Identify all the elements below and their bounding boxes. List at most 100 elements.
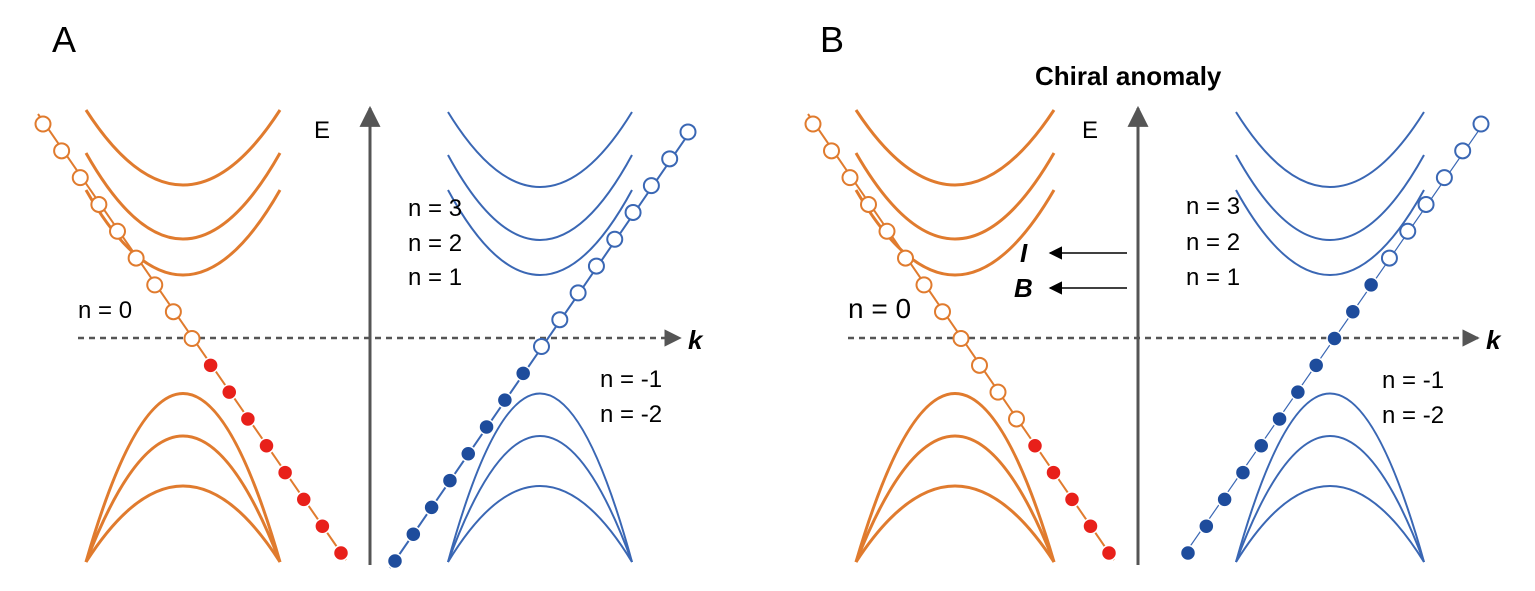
blue-filled-state [1344, 303, 1362, 320]
orange-empty-state [823, 142, 840, 160]
blue-filled-state [1234, 464, 1252, 481]
panel-title: Chiral anomaly [1035, 61, 1222, 91]
orange-filled-state [221, 383, 238, 401]
blue-filled-state [1362, 276, 1380, 294]
blue-filled-state [1326, 330, 1343, 347]
orange-empty-state [841, 169, 859, 187]
blue-filled-state [423, 499, 440, 516]
orange-band-m3 [84, 484, 282, 563]
blue-chiral-branch [1179, 115, 1490, 562]
orange-empty-state [34, 115, 52, 133]
blue-lower-parabolas [1235, 392, 1425, 563]
blue-filled-state [441, 472, 459, 489]
orange-band-m1 [84, 392, 282, 563]
blue-filled-state [1253, 437, 1270, 454]
lower-label-m2: n = -2 [1382, 402, 1444, 429]
orange-empty-state [183, 330, 201, 347]
blue-filled-state [1271, 410, 1288, 428]
orange-empty-state [860, 195, 877, 213]
blue-upper-parabolas [1235, 111, 1425, 276]
blue-filled-state [1289, 383, 1307, 401]
orange-lower-parabolas [84, 392, 282, 563]
orange-empty-state [897, 249, 914, 267]
orange-filled-state [1045, 464, 1062, 481]
blue-band-n2 [447, 154, 633, 241]
orange-filled-state [1026, 437, 1044, 454]
blue-band-n3 [1235, 111, 1425, 188]
blue-empty-state [1454, 142, 1472, 160]
blue-filled-state [386, 552, 404, 570]
blue-empty-state [661, 150, 679, 168]
blue-filled-state [496, 391, 514, 409]
panel-a: A E k n = 0 n = 3 n = 2 n = 1 n = [34, 19, 704, 570]
blue-band-n3 [447, 111, 633, 188]
blue-filled-state [1216, 491, 1233, 508]
blue-empty-state [642, 177, 660, 195]
orange-filled-state [258, 437, 275, 454]
momentum-axis-label: k [1486, 325, 1502, 355]
orange-empty-state [109, 222, 126, 240]
orange-empty-state [127, 249, 145, 267]
orange-filled-state [332, 544, 350, 562]
orange-band-n2 [84, 152, 282, 241]
orange-empty-state [1008, 410, 1025, 428]
blue-band-m1 [447, 392, 633, 563]
blue-empty-state [533, 338, 550, 355]
orange-empty-state [971, 356, 988, 374]
blue-chiral-branch [386, 123, 697, 570]
panel-letter: B [820, 19, 844, 60]
upper-label-n2: n = 2 [408, 230, 462, 257]
orange-filled-state [1082, 517, 1099, 535]
momentum-axis-label: k [688, 325, 704, 355]
orange-empty-state [804, 115, 822, 133]
blue-band-m1 [1235, 392, 1425, 563]
orange-empty-state [989, 383, 1007, 401]
blue-empty-state [606, 230, 624, 248]
blue-band-m3 [1235, 485, 1425, 563]
blue-band-m2 [1235, 435, 1425, 563]
orange-empty-state [71, 169, 89, 187]
orange-empty-state [952, 330, 970, 347]
blue-empty-state [1399, 222, 1417, 240]
orange-empty-state [878, 222, 896, 240]
blue-band-n2 [1235, 154, 1425, 241]
orange-empty-state [934, 303, 951, 321]
orange-band-m2 [84, 434, 282, 563]
blue-empty-state [1417, 195, 1435, 213]
lower-label-m1: n = -1 [1382, 367, 1444, 394]
energy-axis-label: E [1082, 117, 1098, 144]
blue-band-m2 [447, 435, 633, 563]
n0-label: n = 0 [78, 297, 132, 324]
blue-band-n1 [447, 189, 633, 276]
blue-filled-state [1307, 357, 1325, 374]
blue-upper-parabolas [447, 111, 633, 276]
orange-empty-state [90, 195, 108, 213]
orange-band-n3 [854, 109, 1056, 187]
blue-filled-state [478, 418, 495, 436]
blue-lower-parabolas [447, 392, 633, 563]
orange-lower-parabolas [854, 392, 1056, 563]
orange-filled-state [276, 464, 294, 481]
orange-chiral-branch [804, 113, 1118, 562]
lower-label-m1: n = -1 [600, 366, 662, 393]
orange-filled-state [1100, 544, 1118, 562]
orange-empty-state [146, 276, 164, 294]
blue-empty-state [679, 123, 697, 141]
blue-filled-state [405, 525, 422, 543]
blue-empty-state [551, 311, 569, 329]
orange-band-m1 [854, 392, 1056, 563]
orange-filled-state [202, 357, 219, 374]
orange-upper-parabolas [84, 109, 282, 277]
blue-filled-state [1179, 544, 1197, 562]
upper-label-n2: n = 2 [1186, 229, 1240, 256]
upper-label-n1: n = 1 [1186, 264, 1240, 291]
orange-band-m2 [854, 434, 1056, 563]
orange-filled-state [314, 517, 331, 535]
panel-b: B Chiral anomaly E k n = 0 n = 3 n = 2 [804, 19, 1502, 565]
blue-band-n1 [1235, 189, 1425, 276]
blue-filled-state [514, 365, 532, 382]
blue-filled-state [1198, 517, 1215, 535]
field-label: B [1014, 273, 1033, 303]
upper-label-n3: n = 3 [1186, 193, 1240, 220]
